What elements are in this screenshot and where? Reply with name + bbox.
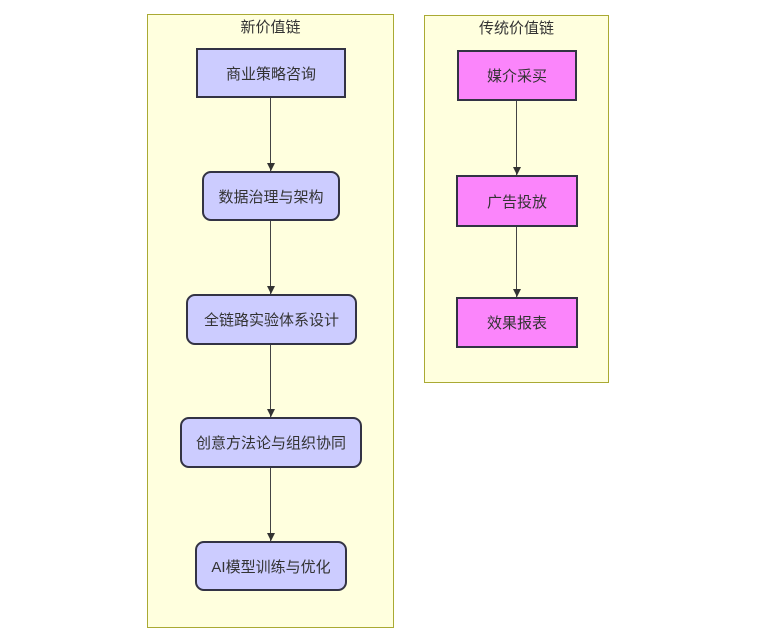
arrowhead-down-icon	[512, 167, 521, 175]
arrow-new-4	[266, 468, 275, 541]
arrow-trad-1	[512, 101, 521, 175]
node-data-governance-architecture: 数据治理与架构	[202, 171, 340, 221]
node-full-chain-experiment-design: 全链路实验体系设计	[186, 294, 357, 345]
arrow-new-1	[266, 98, 275, 171]
node-media-buying: 媒介采买	[457, 50, 577, 101]
arrowhead-down-icon	[266, 286, 275, 294]
node-performance-report: 效果报表	[456, 297, 578, 348]
arrow-new-3	[266, 345, 275, 417]
node-business-strategy-consulting: 商业策略咨询	[196, 48, 346, 98]
subgraph-title-traditional-value-chain: 传统价值链	[478, 20, 554, 37]
arrow-new-2	[266, 221, 275, 294]
arrow-trad-2	[512, 227, 521, 297]
arrowhead-down-icon	[512, 289, 521, 297]
arrowhead-down-icon	[266, 163, 275, 171]
subgraph-title-new-value-chain: 新价值链	[240, 19, 301, 36]
node-ai-model-training-optimization: AI模型训练与优化	[195, 541, 347, 591]
arrowhead-down-icon	[266, 409, 275, 417]
node-ad-placement: 广告投放	[456, 175, 578, 227]
arrowhead-down-icon	[266, 533, 275, 541]
node-creative-methodology-collaboration: 创意方法论与组织协同	[180, 417, 362, 468]
